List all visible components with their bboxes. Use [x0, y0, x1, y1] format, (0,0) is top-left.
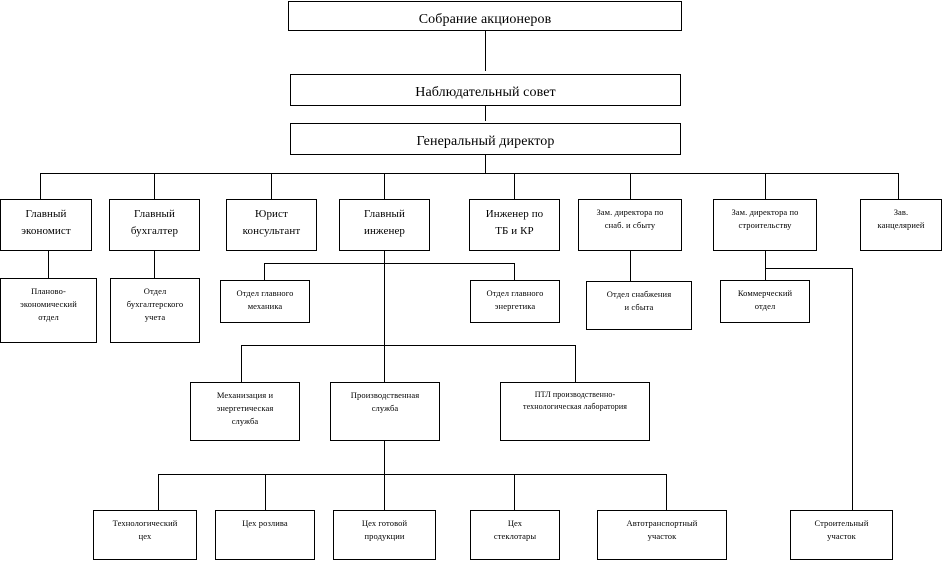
connector-engineer-bus-departments [264, 263, 515, 264]
connector-drop-chief-economist [40, 173, 41, 199]
connector-drop-construction-section [852, 268, 853, 510]
node-label: Планово- экономический отдел [20, 286, 77, 323]
connector-drop-chief-accountant [154, 173, 155, 199]
connector-bottom-bus [158, 474, 666, 475]
connector-drop-legal-consultant [271, 173, 272, 199]
node-general-director[interactable]: Генеральный директор [290, 123, 681, 155]
node-mechanization-power-service[interactable]: Механизация и энергетическая служба [190, 382, 300, 441]
connector-director-stem [485, 155, 486, 174]
node-deputy-construction[interactable]: Зам. директора по строительству [713, 199, 817, 251]
node-legal-consultant[interactable]: Юрист консультант [226, 199, 317, 251]
node-chief-engineer[interactable]: Главный инженер [339, 199, 430, 251]
connector-drop-glassware-shop [514, 474, 515, 510]
connector-drop-mechanization-service [241, 345, 242, 382]
connector-drop-commercial-dept [765, 268, 766, 280]
connector-deputy-supply-to-dept [630, 251, 631, 281]
node-chief-economist[interactable]: Главный экономист [0, 199, 92, 251]
node-label: Главный бухгалтер [130, 208, 179, 238]
node-glassware-shop[interactable]: Цех стеклотары [470, 510, 560, 560]
connector-construction-bus [765, 268, 853, 269]
connector-drop-ptl-laboratory [575, 345, 576, 382]
connector-shareholders-to-board [485, 31, 486, 71]
node-supervisory-board[interactable]: Наблюдательный совет [290, 74, 681, 106]
connector-board-to-director [485, 106, 486, 121]
node-bottling-shop[interactable]: Цех розлива [215, 510, 315, 560]
connector-engineer-stem [384, 251, 385, 382]
node-label: Зам. директора по снаб. и сбыту [596, 207, 664, 231]
node-production-service[interactable]: Производственная служба [330, 382, 440, 441]
node-label: Зам. директора по строительству [731, 207, 799, 231]
node-label: Инженер по ТБ и КР [485, 208, 544, 238]
node-label: Автотранспортный участок [626, 518, 698, 542]
node-label: Коммерческий отдел [737, 288, 793, 312]
node-label: Генеральный директор [416, 134, 555, 149]
connector-main-bus [40, 173, 898, 174]
node-label: Собрание акционеров [418, 12, 552, 27]
node-supply-sales-dept[interactable]: Отдел снабжения и сбыта [586, 281, 692, 330]
connector-drop-chief-engineer [384, 173, 385, 199]
node-accounting-dept[interactable]: Отдел бухгалтерского учета [110, 278, 200, 343]
node-label: Цех готовой продукции [361, 518, 408, 542]
node-label: ПТЛ производственно- технологическая лаб… [522, 390, 627, 412]
node-label: Цех розлива [242, 518, 288, 528]
node-safety-engineer[interactable]: Инженер по ТБ и КР [469, 199, 560, 251]
node-finished-goods-shop[interactable]: Цех готовой продукции [333, 510, 436, 560]
connector-deputy-construction-stem [765, 251, 766, 268]
node-head-of-office[interactable]: Зав. канцелярией [860, 199, 942, 251]
connector-drop-chief-power-engineer [514, 263, 515, 280]
connector-drop-technological-shop [158, 474, 159, 510]
node-technological-shop[interactable]: Технологический цех [93, 510, 197, 560]
node-commercial-dept[interactable]: Коммерческий отдел [720, 280, 810, 323]
node-label: Юрист консультант [242, 208, 301, 238]
node-motor-transport-section[interactable]: Автотранспортный участок [597, 510, 727, 560]
connector-production-service-stem [384, 441, 385, 474]
connector-drop-bottling-shop [265, 474, 266, 510]
node-label: Отдел бухгалтерского учета [126, 286, 184, 323]
connector-accountant-to-accounting [154, 251, 155, 278]
node-planning-economic-dept[interactable]: Планово- экономический отдел [0, 278, 97, 343]
node-label: Зав. канцелярией [877, 207, 925, 231]
node-label: Главный экономист [21, 208, 71, 238]
node-shareholders-meeting[interactable]: Собрание акционеров [288, 1, 682, 31]
node-label: Отдел главного энергетика [486, 288, 544, 312]
node-label: Наблюдательный совет [415, 85, 556, 100]
node-label: Механизация и энергетическая служба [216, 390, 274, 427]
node-deputy-supply-sales[interactable]: Зам. директора по снаб. и сбыту [578, 199, 682, 251]
connector-economist-to-planning [48, 251, 49, 278]
node-construction-section[interactable]: Строительный участок [790, 510, 893, 560]
node-chief-power-engineer-dept[interactable]: Отдел главного энергетика [470, 280, 560, 323]
node-label: Отдел снабжения и сбыта [606, 289, 672, 313]
node-label: Отдел главного механика [236, 288, 294, 312]
node-chief-mechanic-dept[interactable]: Отдел главного механика [220, 280, 310, 323]
node-label: Строительный участок [814, 518, 869, 542]
node-label: Производственная служба [350, 390, 420, 414]
connector-drop-deputy-construction [765, 173, 766, 199]
connector-drop-deputy-supply [630, 173, 631, 199]
connector-drop-finished-goods-shop [384, 474, 385, 510]
node-label: Главный инженер [363, 208, 406, 238]
node-chief-accountant[interactable]: Главный бухгалтер [109, 199, 200, 251]
connector-drop-motor-transport [666, 474, 667, 510]
node-label: Цех стеклотары [493, 518, 537, 542]
connector-drop-safety-engineer [514, 173, 515, 199]
connector-drop-chief-mechanic [264, 263, 265, 280]
node-label: Технологический цех [112, 518, 178, 542]
connector-drop-head-of-office [898, 173, 899, 199]
node-ptl-laboratory[interactable]: ПТЛ производственно- технологическая лаб… [500, 382, 650, 441]
connector-engineer-bus-services [241, 345, 575, 346]
